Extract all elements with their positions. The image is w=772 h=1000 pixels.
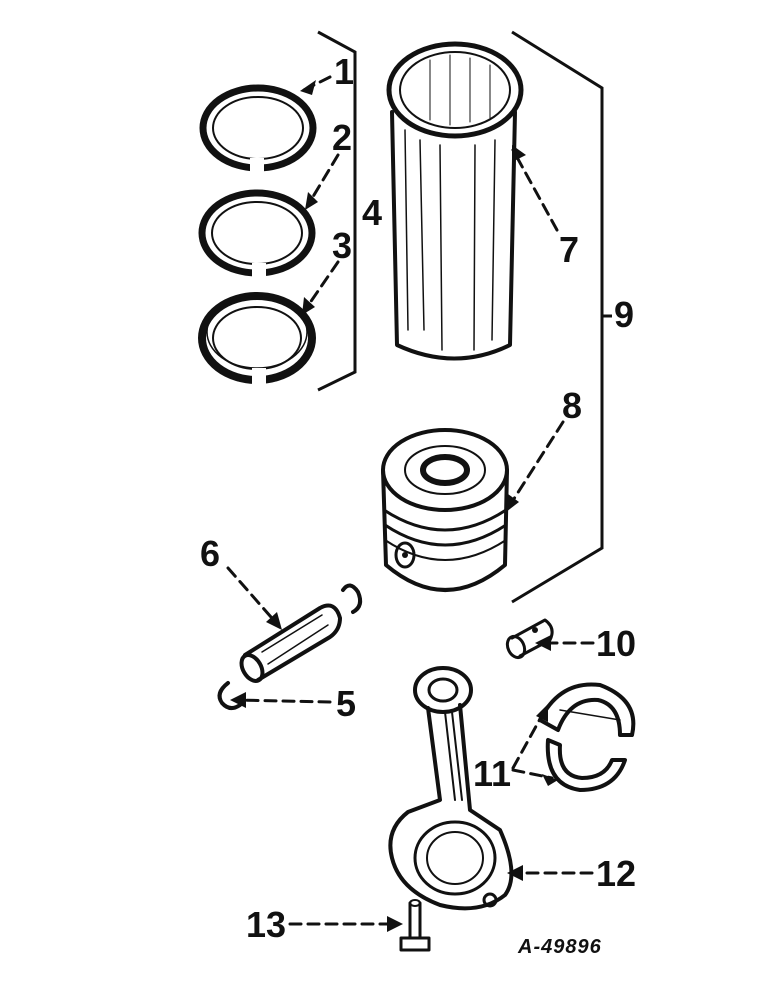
piston-ring-3	[198, 292, 316, 384]
callout-4: 4	[362, 192, 382, 233]
callout-13: 13	[246, 904, 286, 945]
leader-5	[233, 698, 332, 704]
leader-6	[226, 566, 280, 627]
callout-5: 5	[336, 683, 356, 724]
bearing-shell-upper	[538, 682, 636, 737]
callout-11: 11	[473, 753, 511, 794]
pin-retainer-upper	[341, 583, 363, 614]
leader-7	[511, 148, 559, 232]
callout-12: 12	[596, 853, 636, 894]
leader-3	[303, 260, 340, 312]
pin-retainer-lower	[217, 681, 242, 710]
leader-8	[508, 420, 565, 507]
callout-10: 10	[596, 623, 636, 664]
leader-11a	[511, 708, 547, 770]
piston-ring-2	[198, 189, 316, 277]
figure-code: A-49896	[517, 936, 602, 958]
piston-ring-1	[199, 84, 317, 172]
ring-set-bracket	[317, 30, 357, 392]
callout-1: 1	[334, 51, 354, 92]
callout-9: 9	[614, 294, 634, 335]
callout-2: 2	[332, 117, 352, 158]
leader-2	[306, 153, 340, 207]
leader-11b	[511, 768, 554, 780]
rod-bolt	[399, 899, 431, 952]
callout-3: 3	[332, 225, 352, 266]
bearing-shell-lower	[545, 738, 627, 792]
callout-6: 6	[200, 533, 220, 574]
arrow-heads	[230, 80, 558, 932]
cylinder-sleeve	[386, 41, 524, 361]
callout-7: 7	[559, 229, 579, 270]
piston	[381, 428, 509, 592]
piston-pin	[239, 603, 342, 683]
assembly-bracket	[511, 30, 612, 604]
callout-8: 8	[562, 385, 582, 426]
